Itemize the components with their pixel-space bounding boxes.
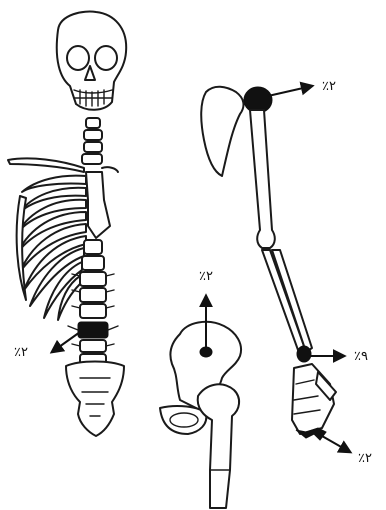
scapula <box>201 87 243 176</box>
hand-arrow <box>322 436 350 452</box>
spine-label: ٪۲ <box>14 345 28 360</box>
shoulder-arrow <box>268 86 312 96</box>
clavicle-right <box>102 167 118 172</box>
sacrum <box>66 362 124 437</box>
hip-socket <box>200 347 212 357</box>
wrist-joint <box>297 346 311 362</box>
radius <box>272 250 312 352</box>
wrist-label: ٪۹ <box>354 349 368 364</box>
pelvis-label: ٪۲ <box>199 269 213 284</box>
shoulder-label: ٪۲ <box>322 79 336 94</box>
cervical-spine <box>82 118 102 164</box>
skull <box>57 12 126 110</box>
hand-label: ٪۲ <box>358 451 372 466</box>
rib-cage <box>17 176 86 320</box>
clavicle <box>8 158 84 172</box>
spine-arrow <box>52 332 80 352</box>
sternum <box>86 172 110 238</box>
pelvis-femur: ٪۲ <box>160 269 241 508</box>
full-skeleton: ٪۲ <box>8 12 126 436</box>
humerus <box>250 110 275 248</box>
pubis <box>160 406 206 434</box>
lumbar-highlight <box>78 322 108 338</box>
femur <box>198 384 239 508</box>
